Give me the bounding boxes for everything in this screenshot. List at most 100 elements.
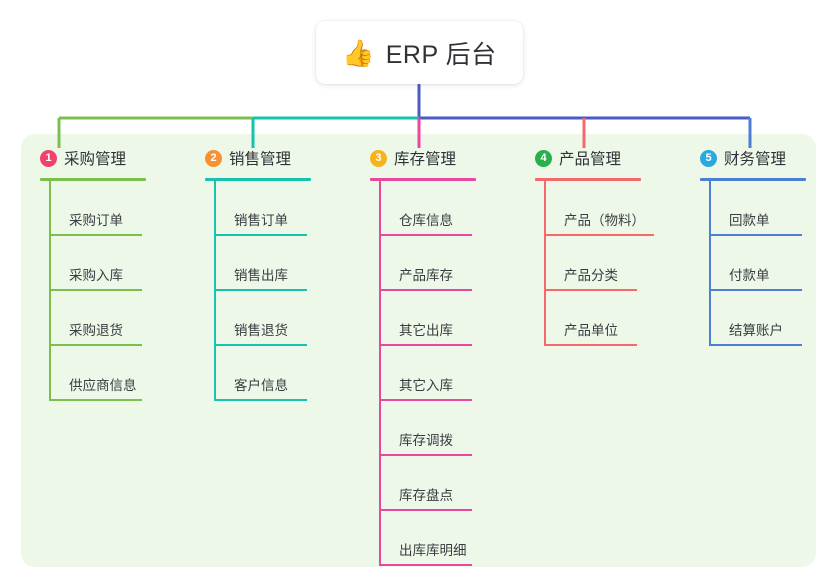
menu-item-label: 产品库存: [399, 267, 453, 283]
column-header-rule: [205, 178, 311, 181]
menu-item-rule: [379, 233, 472, 236]
menu-item[interactable]: 库存调拨: [370, 401, 476, 456]
menu-item-label: 采购订单: [69, 212, 123, 228]
menu-item-rule: [544, 343, 637, 346]
column-item-rail: 采购订单采购入库采购退货供应商信息: [40, 180, 146, 401]
column-number-badge: 2: [205, 149, 222, 167]
menu-item-label: 销售退货: [234, 322, 288, 338]
menu-item-label: 回款单: [729, 212, 770, 228]
menu-item-label: 其它入库: [399, 377, 453, 393]
menu-item-rule: [709, 288, 802, 291]
column-title: 库存管理: [394, 151, 457, 168]
menu-item[interactable]: 客户信息: [205, 346, 311, 401]
menu-item-label: 结算账户: [729, 322, 783, 338]
menu-item-rule: [49, 398, 142, 401]
rail-line: [49, 180, 51, 401]
menu-item-rule: [49, 343, 142, 346]
column-title: 财务管理: [724, 151, 787, 168]
menu-item-rule: [709, 343, 802, 346]
menu-item[interactable]: 产品库存: [370, 236, 476, 291]
menu-item-rule: [544, 233, 654, 236]
rail-line: [214, 180, 216, 401]
menu-item-label: 出库库明细: [399, 542, 467, 558]
column-1: 1 采购管理采购订单采购入库采购退货供应商信息: [40, 146, 146, 401]
column-number-badge: 3: [370, 149, 387, 167]
menu-item-label: 采购入库: [69, 267, 123, 283]
column-item-rail: 销售订单销售出库销售退货客户信息: [205, 180, 311, 401]
rail-line: [379, 180, 381, 566]
menu-item-label: 库存盘点: [399, 487, 453, 503]
column-item-rail: 产品（物料） 产品分类产品单位: [535, 180, 654, 346]
root-title: ERP 后台: [385, 40, 497, 69]
menu-item-label: 付款单: [729, 267, 770, 283]
column-5: 5 财务管理回款单付款单结算账户: [700, 146, 806, 346]
column-header-rule: [535, 178, 641, 181]
menu-item-rule: [379, 343, 472, 346]
menu-item[interactable]: 仓库信息: [370, 181, 476, 236]
menu-item[interactable]: 产品单位: [535, 291, 641, 346]
menu-item-rule: [214, 343, 307, 346]
column-header[interactable]: 3 库存管理: [370, 146, 476, 170]
menu-item[interactable]: 销售订单: [205, 181, 311, 236]
menu-item-label: 仓库信息: [399, 212, 453, 228]
column-number-badge: 1: [40, 149, 57, 167]
menu-item[interactable]: 结算账户: [700, 291, 806, 346]
menu-item-rule: [214, 398, 307, 401]
menu-item-rule: [379, 508, 472, 511]
menu-item[interactable]: 产品分类: [535, 236, 641, 291]
diagram-background-panel: [21, 134, 816, 567]
rail-line: [709, 180, 711, 346]
column-header-rule: [370, 178, 476, 181]
column-title: 产品管理: [559, 151, 622, 168]
menu-item-label: 产品分类: [564, 267, 618, 283]
menu-item[interactable]: 产品（物料）: [535, 181, 654, 236]
column-header[interactable]: 1 采购管理: [40, 146, 146, 170]
menu-item[interactable]: 销售退货: [205, 291, 311, 346]
menu-item-rule: [544, 288, 637, 291]
column-header[interactable]: 2 销售管理: [205, 146, 311, 170]
menu-item[interactable]: 其它出库: [370, 291, 476, 346]
column-header-rule: [40, 178, 146, 181]
menu-item-label: 其它出库: [399, 322, 453, 338]
menu-item-rule: [709, 233, 802, 236]
column-4: 4 产品管理产品（物料） 产品分类产品单位: [535, 146, 654, 346]
menu-item[interactable]: 其它入库: [370, 346, 476, 401]
menu-item[interactable]: 付款单: [700, 236, 806, 291]
column-header[interactable]: 4 产品管理: [535, 146, 641, 170]
menu-item-rule: [379, 398, 472, 401]
menu-item[interactable]: 供应商信息: [40, 346, 146, 401]
menu-item-label: 库存调拨: [399, 432, 453, 448]
menu-item[interactable]: 库存盘点: [370, 456, 476, 511]
menu-item[interactable]: 回款单: [700, 181, 806, 236]
menu-item-rule: [379, 563, 472, 566]
menu-item-rule: [49, 288, 142, 291]
menu-item-rule: [214, 233, 307, 236]
column-item-rail: 仓库信息产品库存其它出库其它入库库存调拨库存盘点出库库明细: [370, 180, 476, 566]
menu-item[interactable]: 采购订单: [40, 181, 146, 236]
menu-item-rule: [379, 288, 472, 291]
menu-item-label: 销售订单: [234, 212, 288, 228]
menu-item[interactable]: 采购入库: [40, 236, 146, 291]
menu-item-rule: [379, 453, 472, 456]
column-title: 销售管理: [229, 151, 292, 168]
column-item-rail: 回款单付款单结算账户: [700, 180, 806, 346]
column-header[interactable]: 5 财务管理: [700, 146, 806, 170]
menu-item[interactable]: 采购退货: [40, 291, 146, 346]
column-number-badge: 4: [535, 149, 552, 167]
menu-item[interactable]: 销售出库: [205, 236, 311, 291]
menu-item-label: 销售出库: [234, 267, 288, 283]
menu-item-rule: [214, 288, 307, 291]
menu-item-label: 产品单位: [564, 322, 618, 338]
column-3: 3 库存管理仓库信息产品库存其它出库其它入库库存调拨库存盘点出库库明细: [370, 146, 476, 566]
column-header-rule: [700, 178, 806, 181]
menu-item-label: 供应商信息: [69, 377, 137, 393]
column-2: 2 销售管理销售订单销售出库销售退货客户信息: [205, 146, 311, 401]
menu-item-label: 客户信息: [234, 377, 288, 393]
root-node[interactable]: 👍 ERP 后台: [316, 21, 523, 84]
column-title: 采购管理: [64, 151, 127, 168]
menu-item[interactable]: 出库库明细: [370, 511, 476, 566]
column-number-badge: 5: [700, 149, 717, 167]
thumbs-up-icon: 👍: [342, 37, 375, 68]
menu-item-label: 采购退货: [69, 322, 123, 338]
